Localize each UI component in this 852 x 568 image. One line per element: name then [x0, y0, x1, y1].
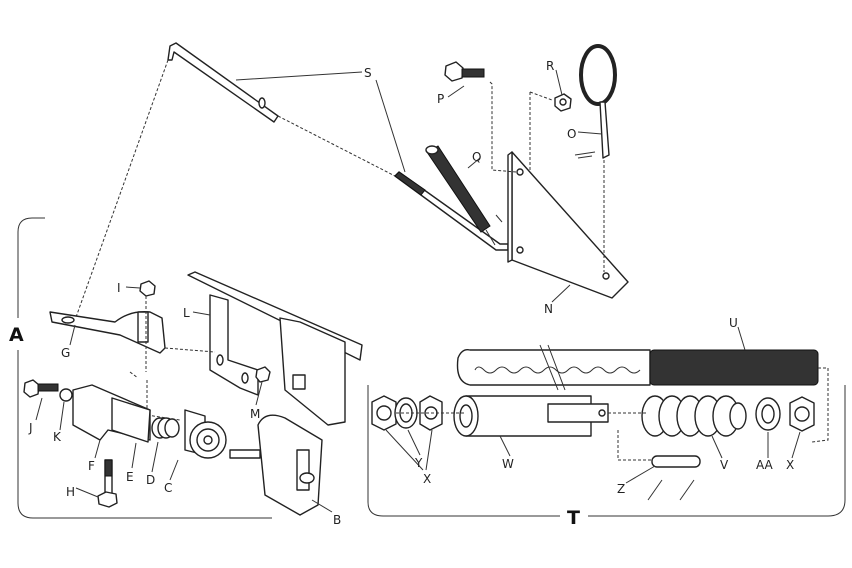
- label-v: V: [720, 458, 729, 472]
- pin-o: [574, 44, 617, 159]
- label-r: R: [546, 59, 554, 73]
- label-g: G: [61, 346, 70, 360]
- nut-i: [139, 280, 156, 297]
- bracket-l: [187, 271, 363, 426]
- label-y: Y: [414, 456, 423, 470]
- threaded-rod-u: [456, 344, 819, 391]
- label-k: K: [53, 430, 62, 444]
- label-m: M: [250, 407, 260, 421]
- label-n: N: [544, 302, 553, 316]
- label-f: F: [88, 459, 95, 473]
- label-u: U: [729, 316, 738, 330]
- label-l: L: [183, 306, 190, 320]
- label-x-right: X: [786, 458, 794, 472]
- washer-aa: [755, 397, 781, 431]
- bolt-p: [444, 61, 485, 82]
- label-group-t: T: [567, 507, 580, 529]
- label-aa: AA: [756, 458, 774, 472]
- plate-e: [111, 397, 151, 443]
- spring-d: [151, 417, 180, 439]
- label-e: E: [126, 470, 134, 484]
- washer-k: [59, 388, 73, 402]
- spring-q: [425, 145, 503, 246]
- nut-x-right: [789, 396, 815, 432]
- bracket-a: [17, 217, 272, 519]
- label-p: P: [437, 92, 444, 106]
- plate-n: [507, 151, 629, 299]
- pin-z: [647, 455, 701, 501]
- label-d: D: [146, 473, 155, 487]
- label-x-left: X: [423, 472, 431, 486]
- sleeve-w: [453, 395, 609, 437]
- lever-g: [49, 311, 166, 354]
- nut-x-left: [371, 395, 397, 431]
- label-i: I: [117, 281, 121, 295]
- label-group-a: A: [9, 324, 24, 346]
- ratchet-c: [184, 409, 227, 459]
- bolt-j: [23, 379, 59, 398]
- label-j: J: [28, 421, 33, 435]
- spring-v: [641, 395, 747, 437]
- label-s: S: [364, 66, 372, 80]
- label-q: Q: [472, 150, 481, 164]
- label-w: W: [502, 457, 514, 471]
- bolt-h: [97, 459, 118, 508]
- label-z: Z: [617, 482, 625, 496]
- nut-m: [255, 366, 271, 383]
- label-c: C: [164, 481, 172, 495]
- label-o: O: [567, 127, 576, 141]
- label-b: B: [333, 513, 341, 527]
- bracket-t: [367, 385, 846, 517]
- handle-b: [229, 414, 323, 516]
- label-h: H: [66, 485, 75, 499]
